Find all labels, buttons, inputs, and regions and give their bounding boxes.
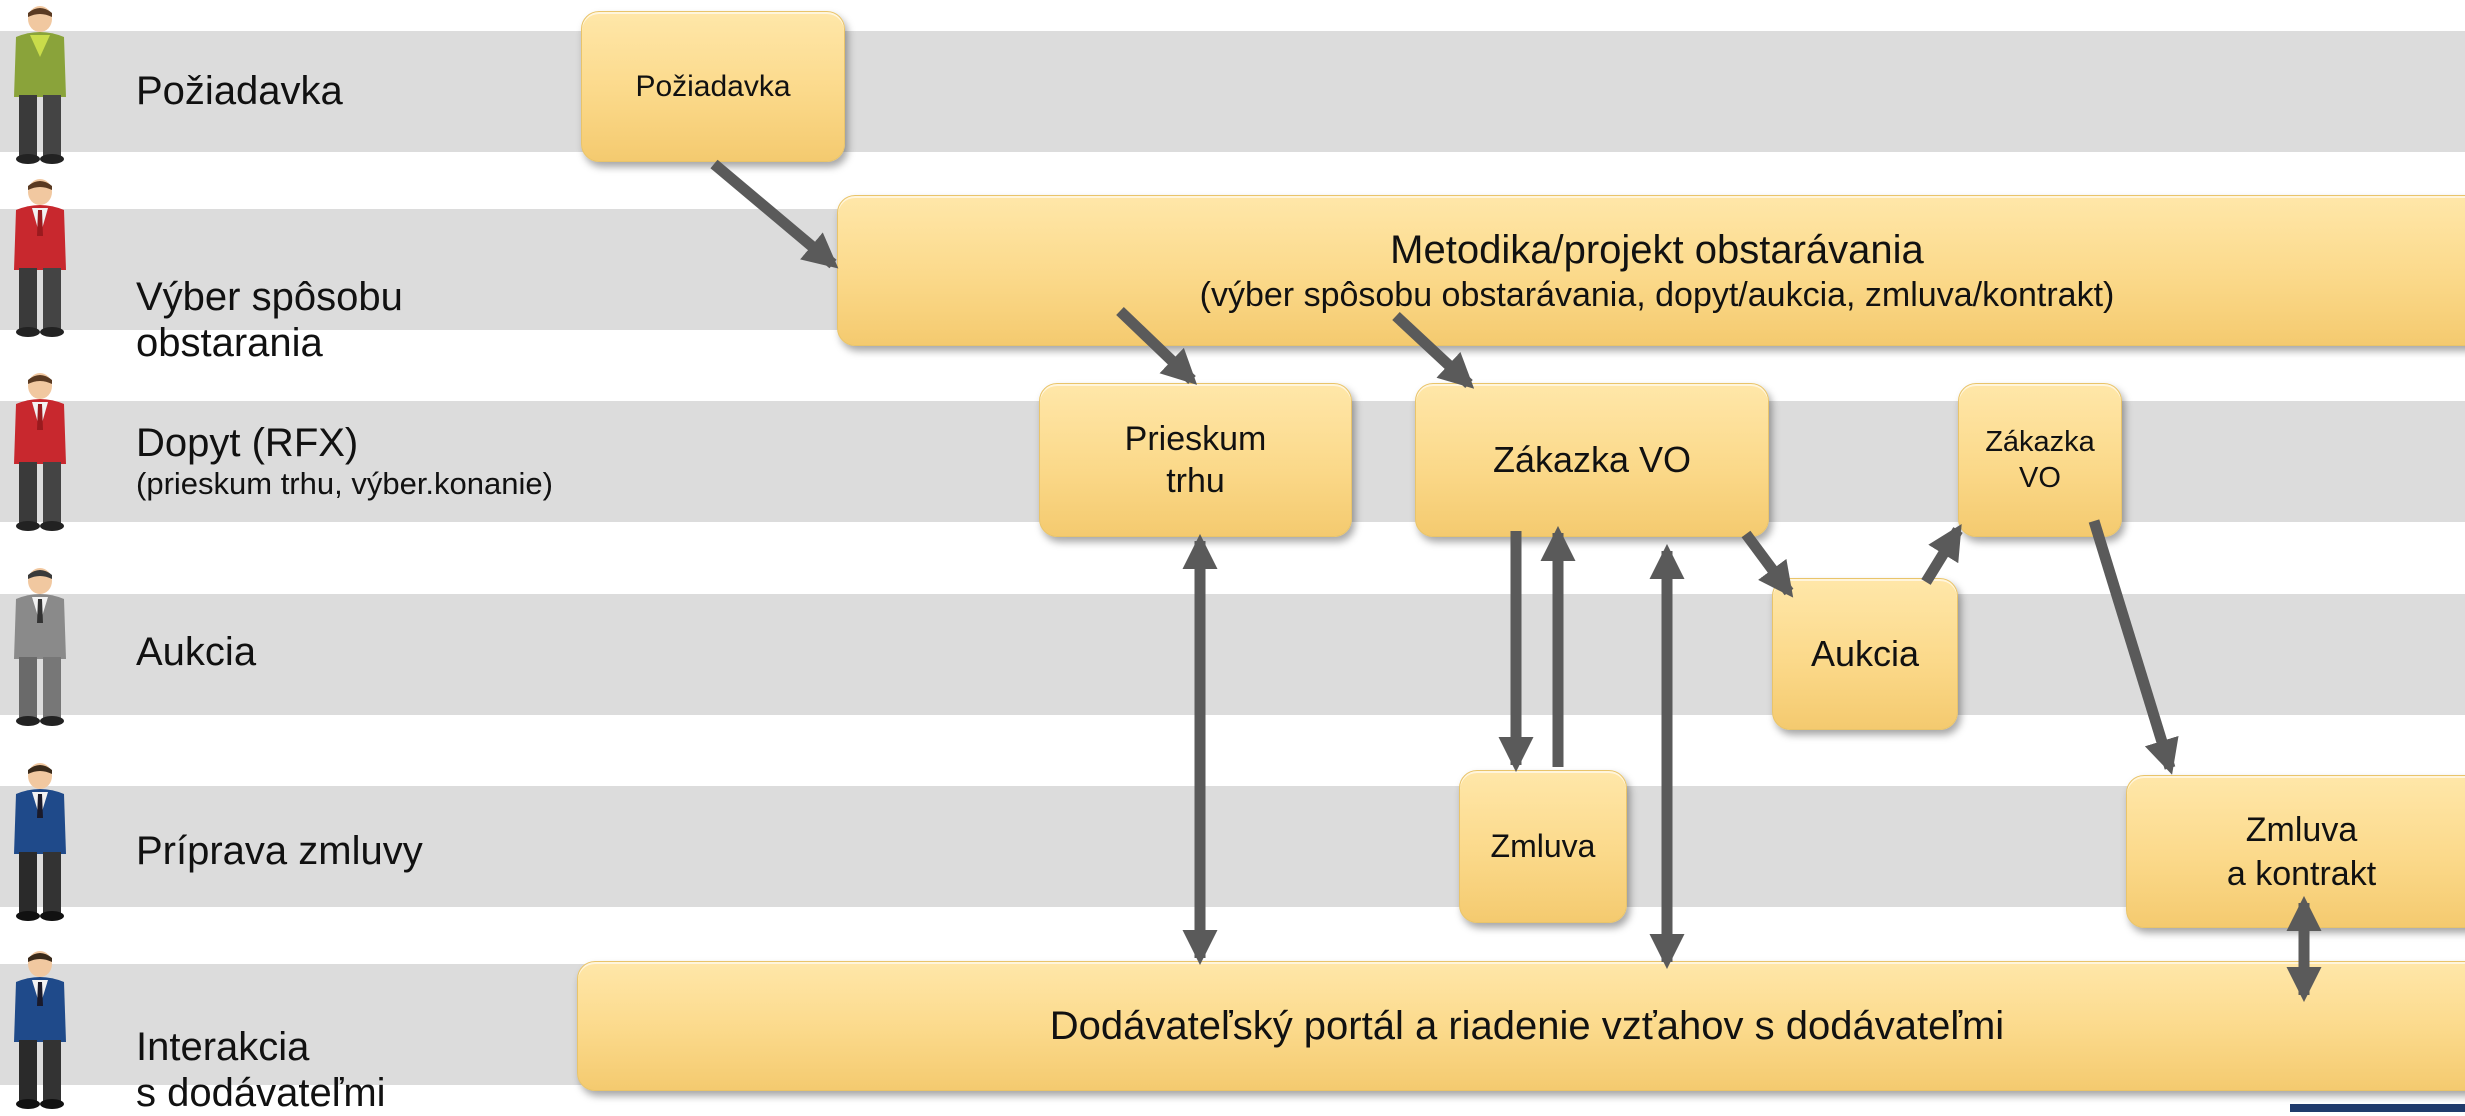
box-zmluva: Zmluva bbox=[1459, 770, 1627, 923]
arrow-zakazka-to-aukcia bbox=[1741, 530, 1794, 598]
arrow-poziadavka-to-metodika bbox=[710, 159, 839, 269]
person-icon bbox=[14, 179, 66, 337]
lane-title: Výber spôsobu obstarania bbox=[136, 275, 403, 365]
arrow-aukcia-to-zakazka2 bbox=[1921, 524, 1963, 585]
box-label: Prieskum trhu bbox=[1124, 420, 1267, 500]
box-label: Zákazka VO bbox=[1985, 426, 2095, 494]
box-zakazka-vo-2: Zákazka VO bbox=[1958, 383, 2122, 537]
box-poziadavka: Požiadavka bbox=[581, 11, 845, 162]
box-label: Zmluva bbox=[1490, 828, 1596, 864]
lane-title: Príprava zmluvy bbox=[136, 829, 423, 873]
lane-label-vyber: Výber spôsobu obstarania bbox=[136, 228, 403, 366]
lane-label-priprava: Príprava zmluvy bbox=[136, 828, 423, 874]
box-dodavatelsky-portal: Dodávateľský portál a riadenie vzťahov s… bbox=[577, 961, 2465, 1091]
box-label: Požiadavka bbox=[635, 69, 791, 103]
box-label: Zmluva a kontrakt bbox=[2226, 810, 2377, 893]
box-prieskum-trhu: Prieskum trhu bbox=[1039, 383, 1352, 537]
lane-band-1 bbox=[0, 31, 2465, 152]
arrow-zakazka2-to-zmluva-kontrakt bbox=[2088, 519, 2179, 775]
arrow-metodika-to-prieskum bbox=[1116, 307, 1198, 385]
box-metodika: Metodika/projekt obstarávania (výber spô… bbox=[837, 195, 2465, 346]
person-icon bbox=[14, 6, 66, 164]
lane-label-poziadavka: Požiadavka bbox=[136, 68, 343, 114]
lane-band-5 bbox=[0, 786, 2465, 907]
lane-title: Interakcia s dodávateľmi bbox=[136, 1025, 386, 1115]
lane-label-interakcia: Interakcia s dodávateľmi bbox=[136, 978, 386, 1116]
lane-title: Dopyt (RFX) bbox=[136, 421, 359, 465]
corner-logo-strip bbox=[2290, 1104, 2465, 1112]
box-aukcia: Aukcia bbox=[1772, 578, 1958, 730]
person-icon bbox=[14, 951, 66, 1109]
lane-band-4 bbox=[0, 594, 2465, 715]
person-icon bbox=[14, 568, 66, 726]
person-icon bbox=[14, 373, 66, 531]
box-label: Aukcia bbox=[1810, 633, 1920, 674]
box-zakazka-vo: Zákazka VO bbox=[1415, 383, 1769, 537]
person-icon bbox=[14, 763, 66, 921]
lane-label-dopyt: Dopyt (RFX) (prieskum trhu, výber.konani… bbox=[136, 420, 553, 502]
box-label: Dodávateľský portál a riadenie vzťahov s… bbox=[1049, 1003, 2005, 1048]
box-zmluva-kontrakt: Zmluva a kontrakt bbox=[2126, 775, 2465, 928]
box-label: Zákazka VO bbox=[1492, 439, 1692, 480]
lane-title: Aukcia bbox=[136, 630, 257, 674]
lane-subtitle: (prieskum trhu, výber.konanie) bbox=[136, 466, 553, 501]
box-subtitle: (výber spôsobu obstarávania, dopyt/aukci… bbox=[1199, 275, 2115, 314]
box-title: Metodika/projekt obstarávania bbox=[1390, 227, 1924, 272]
lane-label-aukcia: Aukcia bbox=[136, 629, 256, 675]
arrow-metodika-to-zakazka bbox=[1392, 311, 1475, 389]
lane-title: Požiadavka bbox=[136, 69, 343, 113]
